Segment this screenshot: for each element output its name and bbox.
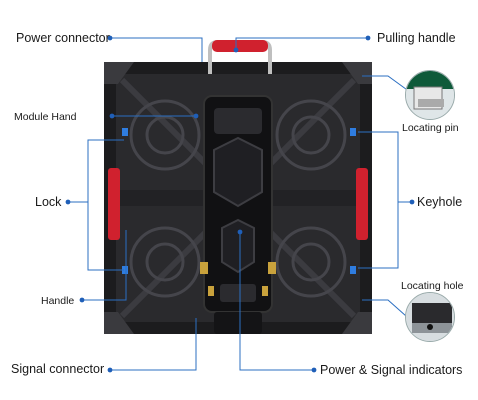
label-handle: Handle	[41, 295, 75, 307]
led-cabinet	[104, 62, 372, 334]
locating-pin-thumbnail	[405, 70, 455, 120]
label-signal-connector: Signal connector	[11, 362, 105, 376]
label-power-connector: Power connector	[16, 31, 110, 45]
label-power-signal-indicators: Power & Signal indicators	[320, 363, 463, 377]
leader-lines	[68, 37, 412, 371]
label-locating-hole: Locating hole	[401, 280, 464, 292]
label-keyhole: Keyhole	[417, 195, 463, 209]
leader-dots	[65, 35, 415, 373]
label-module-hand: Module Hand	[14, 111, 77, 123]
label-locating-pin: Locating pin	[402, 122, 459, 134]
label-pulling-handle: Pulling handle	[377, 31, 456, 45]
pulling-handle-graphic	[208, 40, 272, 74]
label-lock: Lock	[35, 195, 62, 209]
locating-hole-thumbnail	[405, 292, 455, 342]
